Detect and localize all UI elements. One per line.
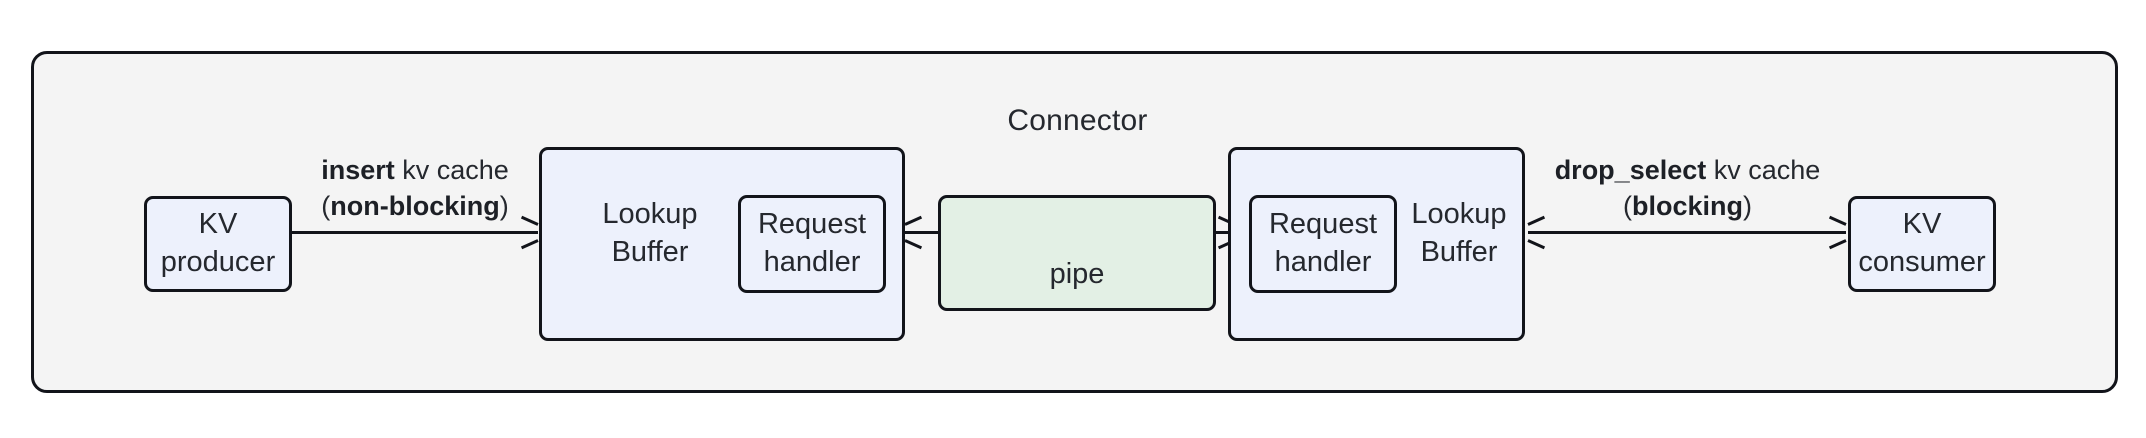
edge-label-drop-select-paren-open: ( xyxy=(1622,190,1632,221)
node-request-handler-left-label: Request handler xyxy=(757,208,866,278)
node-kv-consumer[interactable]: KV consumer xyxy=(1848,196,1996,292)
node-kv-producer-label: KV producer xyxy=(160,208,276,278)
node-lookup-buffer-left-label: Lookup Buffer xyxy=(602,198,698,268)
edge-label-drop-select: drop_select kv cache (blocking) xyxy=(1525,153,1850,224)
edge-label-insert-paren-open: ( xyxy=(321,190,331,221)
edge-label-drop-select-op: drop_select xyxy=(1554,155,1707,185)
node-request-handler-right-label: Request handler xyxy=(1268,208,1377,278)
node-lookup-buffer-right-label: Lookup Buffer xyxy=(1411,198,1507,268)
edge-label-insert: insert kv cache (non-blocking) xyxy=(281,153,549,224)
edge-insert-line xyxy=(292,231,538,234)
node-pipe[interactable]: pipe xyxy=(938,195,1216,311)
edge-label-insert-op: insert xyxy=(321,155,395,185)
node-pipe-label: pipe xyxy=(1049,258,1105,291)
edge-label-drop-select-paren-close: ) xyxy=(1743,190,1752,221)
node-request-handler-right[interactable]: Request handler xyxy=(1249,195,1397,293)
edge-label-drop-select-mode: blocking xyxy=(1631,190,1743,221)
node-request-handler-left[interactable]: Request handler xyxy=(738,195,886,293)
node-kv-producer[interactable]: KV producer xyxy=(144,196,292,292)
edge-label-drop-select-object: kv cache xyxy=(1706,155,1821,185)
edge-label-insert-paren-close: ) xyxy=(499,190,509,221)
edge-label-insert-object: kv cache xyxy=(394,155,509,185)
edge-label-insert-mode: non-blocking xyxy=(330,190,500,221)
connector-title: Connector xyxy=(1007,104,1148,137)
edge-drop-select-line xyxy=(1528,231,1846,234)
node-kv-consumer-label: KV consumer xyxy=(1858,208,1986,278)
